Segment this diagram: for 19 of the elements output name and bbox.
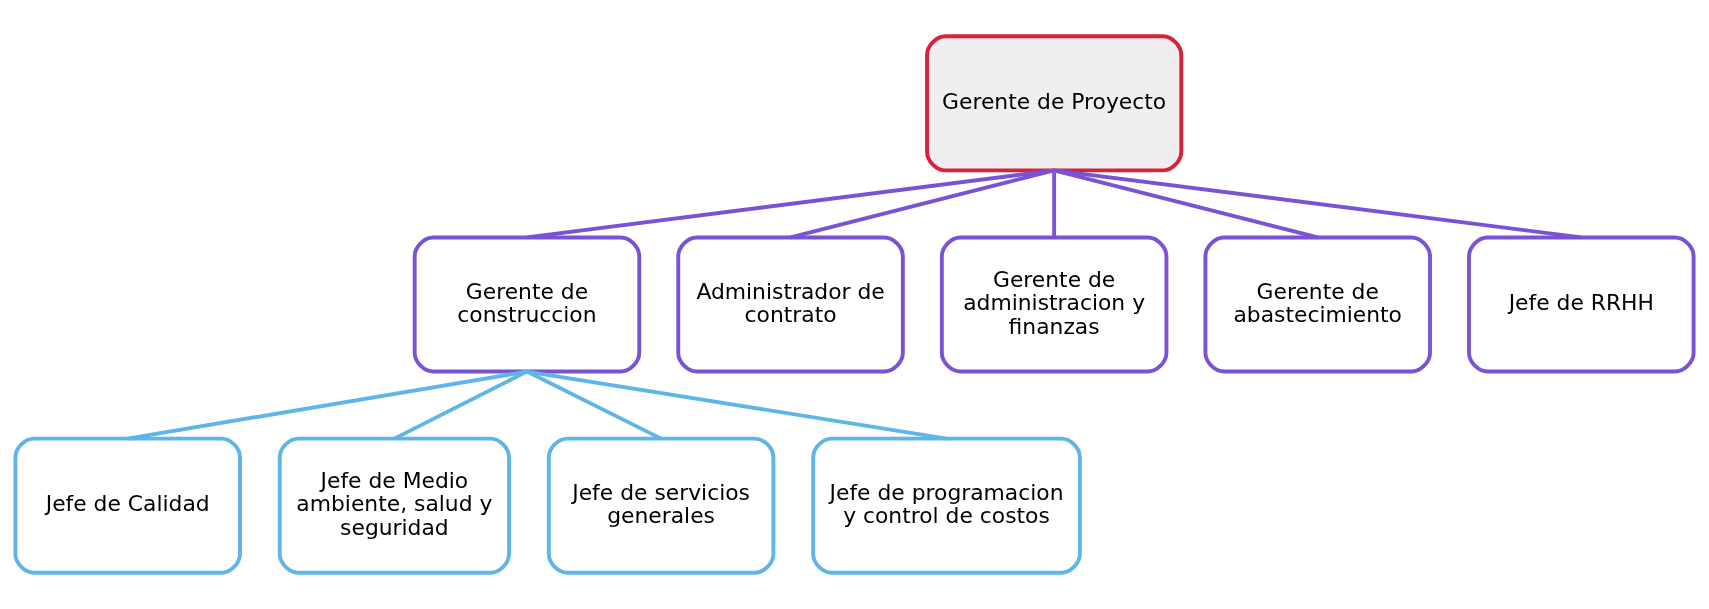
node-box: Jefe de Calidad (13, 436, 242, 575)
node-box: Administrador de contrato (676, 235, 905, 374)
node-box: Gerente de administracion y finanzas (939, 235, 1169, 374)
node-box: Jefe de RRHH (1467, 235, 1696, 374)
node-box: Gerente de abastecimiento (1203, 235, 1432, 374)
connector (1052, 170, 1057, 238)
node-box: Gerente de construccion (412, 235, 642, 374)
node-box: Jefe de programacion y control de costos (811, 436, 1082, 575)
connector (127, 369, 528, 441)
connector (526, 168, 1055, 240)
node-box: Jefe de Medio ambiente, salud y seguridad (277, 436, 511, 575)
connector (1053, 168, 1582, 240)
connector (526, 369, 662, 441)
connector (1053, 168, 1319, 240)
connector (790, 168, 1055, 240)
connector (526, 369, 947, 441)
node-box: Gerente de Proyecto (925, 34, 1184, 173)
connector (393, 369, 528, 441)
node-box: Jefe de servicios generales (546, 436, 776, 575)
